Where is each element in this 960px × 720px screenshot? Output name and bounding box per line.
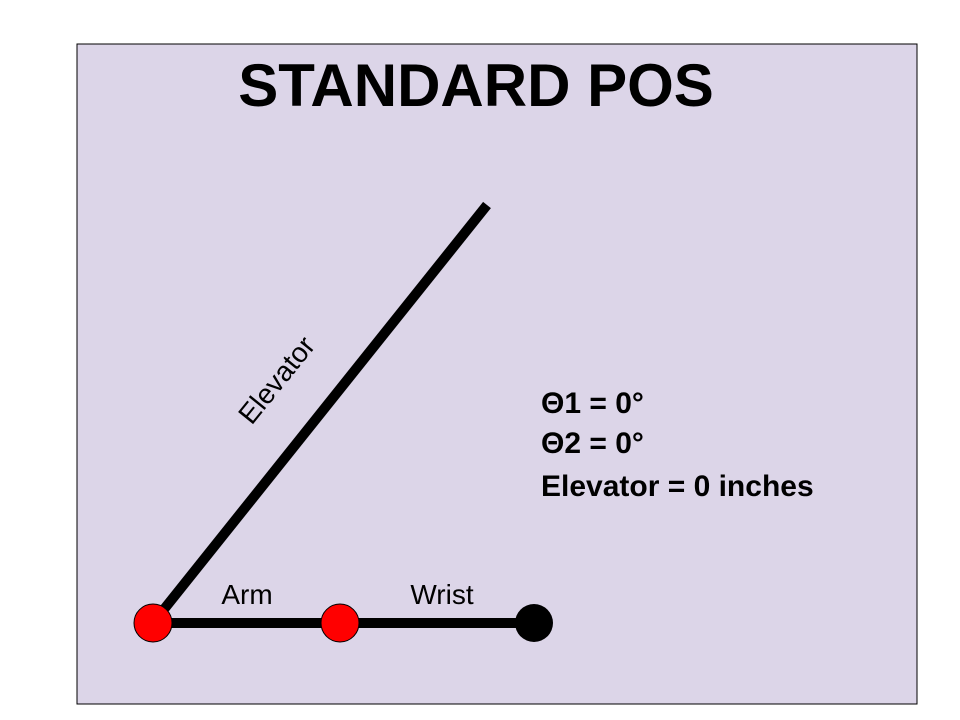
end-effector (515, 604, 553, 642)
theta1-readout: Θ1 = 0° (541, 387, 644, 420)
base-joint (133, 603, 173, 643)
theta2-readout: Θ2 = 0° (541, 427, 644, 460)
slide-title: STANDARD POS (238, 52, 714, 119)
elbow-joint (320, 603, 360, 643)
elevator-readout: Elevator = 0 inches (541, 470, 814, 503)
arm-label: Arm (221, 579, 272, 610)
wrist-label: Wrist (410, 579, 473, 610)
elevator-link (149, 201, 491, 627)
slide-panel (76, 43, 918, 705)
